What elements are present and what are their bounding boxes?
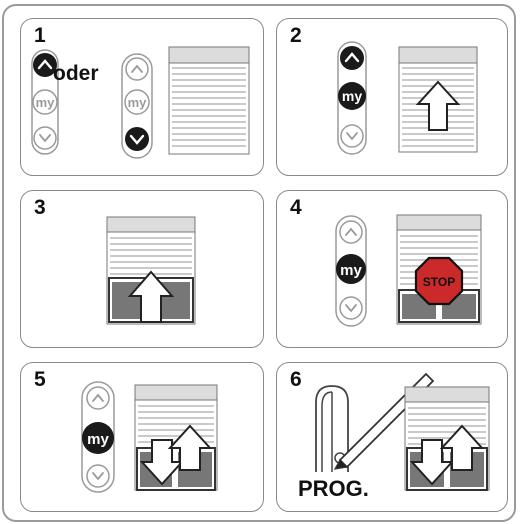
up-button <box>340 46 364 70</box>
up-button <box>33 53 57 77</box>
my-button: my <box>82 422 114 454</box>
up-button <box>339 220 363 244</box>
down-button <box>86 464 110 488</box>
my-label: my <box>87 431 109 448</box>
step-number-3: 3 <box>34 196 46 219</box>
remote-control-b: my <box>121 53 153 159</box>
stop-sign-text: STOP <box>423 275 455 289</box>
my-label: my <box>342 88 362 104</box>
my-button: my <box>124 89 150 115</box>
my-button: my <box>338 82 366 110</box>
shutter-closed-icon <box>168 46 250 155</box>
my-button: my <box>336 254 366 284</box>
stop-sign-icon: STOP <box>414 256 464 306</box>
up-arrow-icon <box>415 80 461 131</box>
oder-text: oder <box>53 62 99 85</box>
step-number-4: 4 <box>290 196 302 219</box>
down-button <box>340 124 364 148</box>
shutter-up-down-icon <box>134 384 218 491</box>
step-number-1: 1 <box>34 24 46 47</box>
step-number-2: 2 <box>290 24 302 47</box>
up-button <box>86 386 110 410</box>
up-arrow-icon <box>167 424 213 471</box>
shutter-up-icon <box>398 46 478 153</box>
up-arrow-icon <box>439 424 485 471</box>
down-button <box>339 296 363 320</box>
up-button <box>125 57 149 81</box>
step-number-5: 5 <box>34 368 46 391</box>
remote-control: my <box>337 41 367 155</box>
shutter-stop-icon: STOP <box>396 214 482 325</box>
my-button: my <box>32 89 58 115</box>
down-button <box>125 127 149 151</box>
shutter-up-down-icon <box>404 386 490 491</box>
step-number-6: 6 <box>290 368 302 391</box>
remote-control: my <box>81 381 115 493</box>
down-button <box>33 126 57 150</box>
remote-back-icon <box>315 385 349 472</box>
my-label: my <box>36 95 56 110</box>
remote-control: my <box>335 215 367 327</box>
remote-control-a: my <box>31 49 59 155</box>
down-arrow-icon <box>409 439 455 486</box>
shutter-half-open-icon <box>106 216 196 325</box>
up-arrow-icon <box>127 270 175 323</box>
my-label: my <box>340 262 362 279</box>
my-label: my <box>128 95 148 110</box>
prog-label: PROG. <box>298 476 369 501</box>
